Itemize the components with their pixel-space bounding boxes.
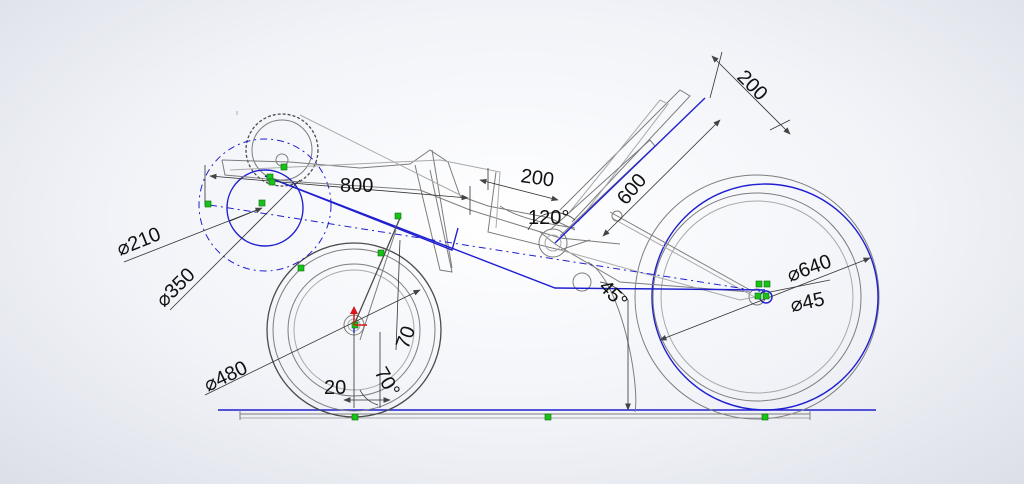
dim-diameter-45[interactable]: ⌀45 — [788, 288, 826, 317]
dim-angle-45[interactable]: 45° — [594, 276, 631, 313]
dim-length-200-seat[interactable]: 200 — [519, 165, 555, 191]
dim-length-600[interactable]: 600 — [613, 170, 651, 210]
dim-length-800[interactable]: 800 — [340, 175, 373, 197]
fork-line — [353, 217, 401, 341]
dim-diameter-640[interactable]: ⌀640 — [784, 250, 834, 286]
dimension-lines — [123, 51, 871, 411]
dim-angle-120[interactable]: 120° — [528, 207, 569, 229]
dim-diameter-210[interactable]: ⌀210 — [114, 223, 164, 260]
relation-markers — [204, 163, 771, 421]
origin-icon — [350, 306, 367, 326]
dim-angle-70[interactable]: 70° — [370, 364, 404, 401]
dim-length-200-top[interactable]: 200 — [732, 66, 771, 105]
dim-length-20[interactable]: 20 — [324, 377, 346, 399]
frame-geometry — [221, 89, 761, 413]
dim-diameter-480[interactable]: ⌀480 — [201, 357, 251, 397]
chainring[interactable] — [198, 113, 332, 272]
